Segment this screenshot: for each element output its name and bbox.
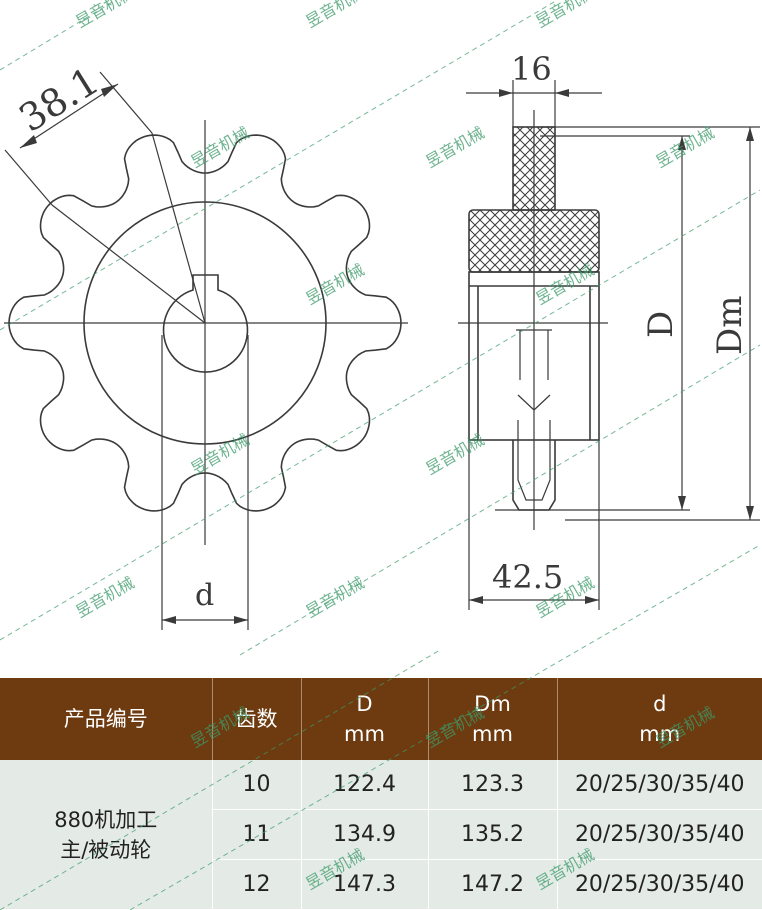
product-cell: 880机加工 主/被动轮: [0, 760, 213, 910]
header-teeth: 齿数: [212, 678, 302, 760]
pitch-dim-label: 38.1: [11, 58, 106, 140]
bore-cell: 20/25/30/35/40: [557, 859, 762, 910]
front-view-centerlines: [4, 120, 408, 545]
sprocket-technical-drawing: 38.1 d 16: [4, 50, 760, 630]
teeth-cell: 12: [212, 859, 302, 910]
table-row: 880机加工 主/被动轮 10 122.4 123.3 20/25/30/35/…: [0, 760, 762, 910]
Dm-cell: 135.2: [428, 809, 558, 860]
teeth-cell: 10: [212, 760, 302, 810]
D-cell: 122.4: [301, 760, 429, 810]
bore-cell: 20/25/30/35/40: [557, 809, 762, 860]
Dm-cell: 123.3: [428, 760, 558, 810]
D-label: D: [641, 311, 681, 338]
header-product-code: 产品编号: [0, 678, 213, 760]
Dm-label: Dm: [710, 296, 750, 356]
teeth-cell: 11: [212, 809, 302, 860]
hub-width-label: 42.5: [492, 558, 563, 596]
Dm-cell: 147.2: [428, 859, 558, 910]
bore-cell: 20/25/30/35/40: [557, 760, 762, 810]
width-16-label: 16: [511, 50, 552, 88]
D-cell: 147.3: [301, 859, 429, 910]
D-cell: 134.9: [301, 809, 429, 860]
bore-dim-label: d: [195, 578, 214, 613]
